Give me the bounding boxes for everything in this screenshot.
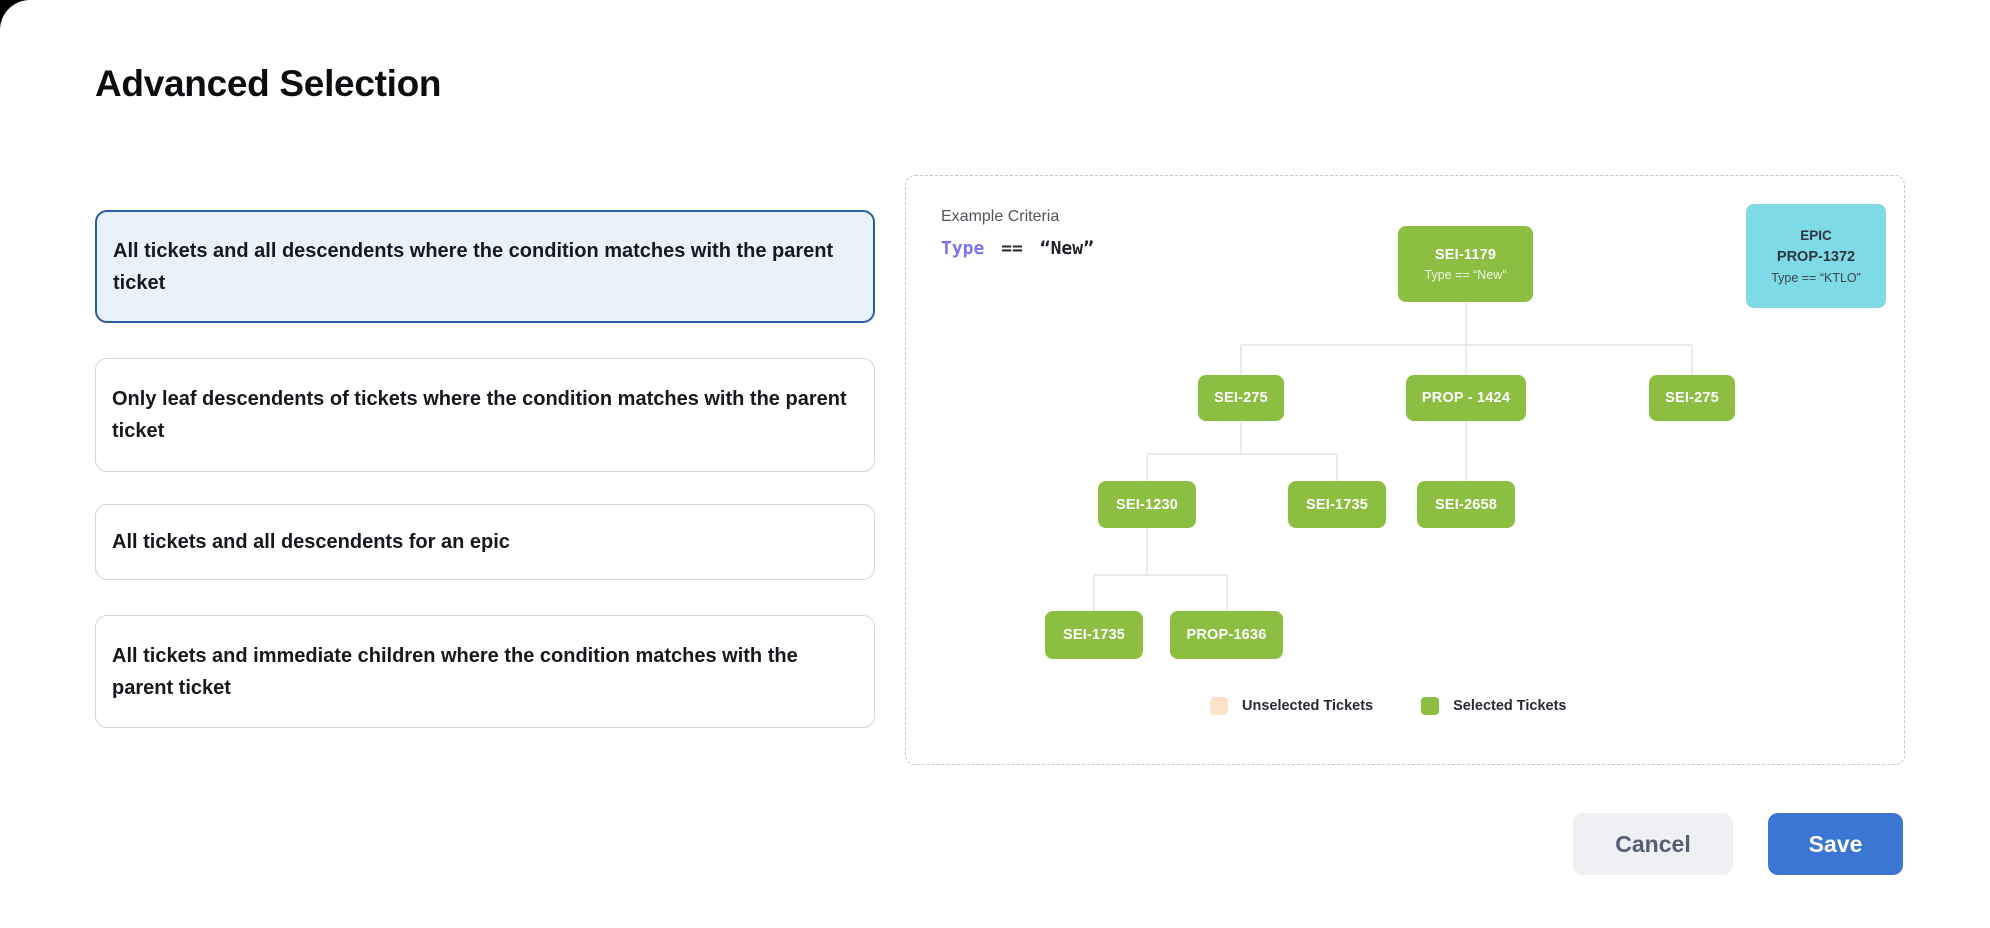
- example-criteria-code: Type == “New”: [941, 238, 1094, 259]
- option-leaf-descendents-condition[interactable]: Only leaf descendents of tickets where t…: [95, 358, 875, 472]
- page-title: Advanced Selection: [95, 63, 442, 104]
- cancel-button[interactable]: Cancel: [1573, 813, 1733, 875]
- ticket-id: SEI-1179: [1434, 246, 1497, 263]
- epic-ticket-id: PROP-1372: [1776, 248, 1856, 265]
- option-all-descendents-epic[interactable]: All tickets and all descendents for an e…: [95, 504, 875, 580]
- tree-node-root: SEI-1179 Type == “New”: [1398, 226, 1533, 302]
- selected-tickets-swatch: [1421, 697, 1440, 715]
- option-label: All tickets and all descendents where th…: [113, 239, 834, 294]
- ticket-id: SEI-2658: [1434, 496, 1498, 513]
- option-label: Only leaf descendents of tickets where t…: [112, 388, 847, 442]
- save-button[interactable]: Save: [1768, 813, 1903, 875]
- legend-item-unselected: Unselected Tickets: [1210, 697, 1373, 715]
- criteria-operator: ==: [1001, 238, 1023, 259]
- tree-node: SEI-1735: [1045, 611, 1143, 659]
- example-criteria-heading: Example Criteria: [941, 208, 1060, 225]
- ticket-id: SEI-1735: [1062, 627, 1126, 643]
- tree-node: SEI-1230: [1098, 481, 1196, 528]
- tree-node: SEI-1735: [1288, 481, 1386, 528]
- option-label: All tickets and immediate children where…: [112, 644, 798, 699]
- legend-item-selected: Selected Tickets: [1421, 697, 1567, 715]
- epic-card: EPIC PROP-1372 Type == “KTLO”: [1746, 204, 1886, 308]
- example-diagram-panel: Example Criteria Type == “New” SEI-1179 …: [905, 175, 1905, 765]
- legend-label: Selected Tickets: [1453, 698, 1567, 714]
- tree-node: SEI-2658: [1417, 481, 1515, 528]
- tree-node: SEI-275: [1198, 375, 1284, 421]
- ticket-id: PROP-1636: [1186, 627, 1267, 643]
- epic-type-label: EPIC: [1800, 227, 1832, 243]
- ticket-id: SEI-275: [1214, 390, 1268, 406]
- ticket-id: SEI-1735: [1305, 496, 1369, 513]
- option-immediate-children-condition[interactable]: All tickets and immediate children where…: [95, 615, 875, 728]
- option-all-descendents-condition[interactable]: All tickets and all descendents where th…: [95, 210, 875, 323]
- legend: Unselected Tickets Selected Tickets: [1210, 697, 1567, 715]
- ticket-id: SEI-275: [1665, 390, 1719, 406]
- ticket-condition: Type == “New”: [1424, 267, 1507, 282]
- criteria-field: Type: [941, 238, 985, 259]
- tree-node: PROP - 1424: [1406, 375, 1526, 421]
- tree-node: SEI-275: [1649, 375, 1735, 421]
- ticket-id: PROP - 1424: [1421, 390, 1511, 406]
- tree-node: PROP-1636: [1170, 611, 1283, 659]
- tree-connector-lines: [1093, 302, 1693, 611]
- ticket-id: SEI-1230: [1115, 496, 1179, 513]
- legend-label: Unselected Tickets: [1242, 698, 1374, 714]
- option-label: All tickets and all descendents for an e…: [112, 531, 510, 553]
- criteria-value: “New”: [1039, 238, 1094, 259]
- epic-condition: Type == “KTLO”: [1771, 270, 1861, 285]
- unselected-tickets-swatch: [1210, 697, 1228, 715]
